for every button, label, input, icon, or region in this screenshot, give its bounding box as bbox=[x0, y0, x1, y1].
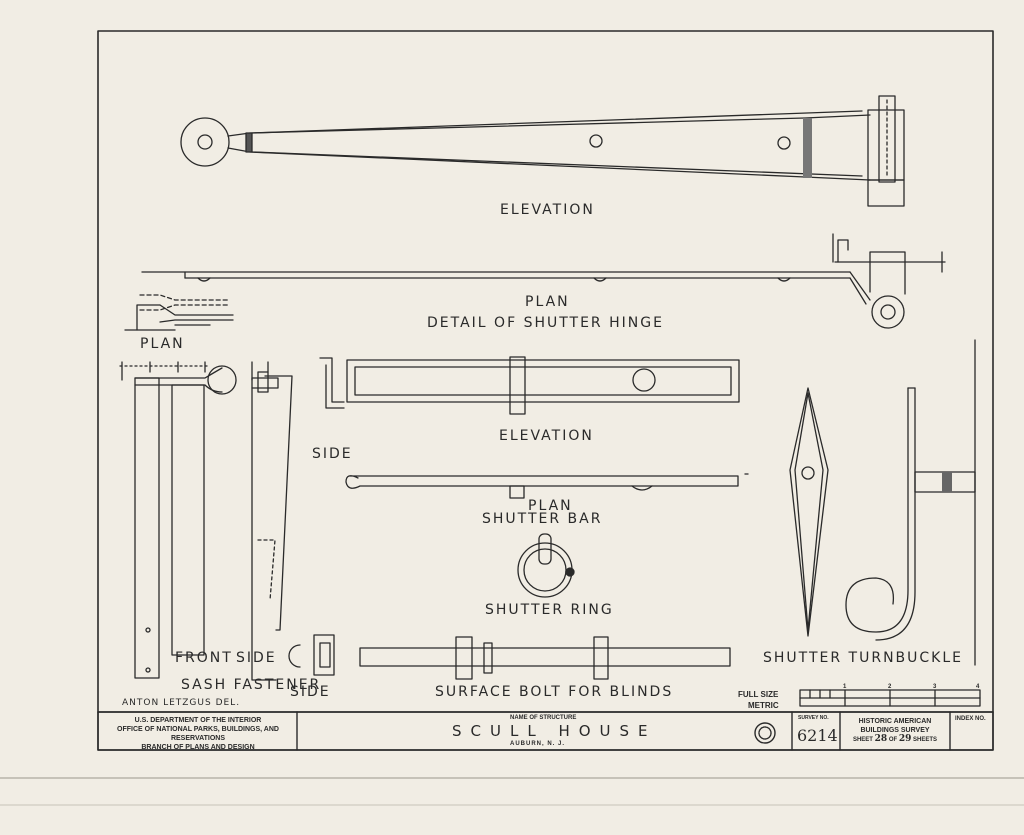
title-block bbox=[97, 711, 994, 751]
turnbuckle-title: SHUTTER TURNBUCKLE bbox=[763, 650, 963, 666]
index-caption: INDEX NO. bbox=[955, 716, 986, 722]
shutter-bar-title: SHUTTER BAR bbox=[482, 511, 603, 527]
sheet-count: SHEET 28 OF 29 SHEETS bbox=[842, 735, 948, 745]
structure-location: AUBURN, N. J. bbox=[510, 741, 566, 747]
small-plan-label: PLAN bbox=[140, 336, 185, 352]
hinge-elevation-label: ELEVATION bbox=[500, 202, 595, 218]
shutter-turnbuckle bbox=[789, 339, 976, 666]
shutter-ring-title: SHUTTER RING bbox=[485, 602, 614, 618]
sheet-total: 29 bbox=[898, 734, 912, 744]
survey-caption: SURVEY NO. bbox=[798, 715, 829, 721]
surface-bolt-title: SURFACE BOLT FOR BLINDS bbox=[435, 684, 674, 700]
bolt-side-label: SIDE bbox=[290, 684, 331, 700]
sheet-number: 28 bbox=[874, 734, 888, 744]
sash-fastener-front bbox=[119, 361, 237, 679]
shutter-bar-side-label: SIDE bbox=[312, 446, 353, 462]
sheet-suffix: SHEETS bbox=[913, 737, 938, 743]
sheet-of: OF bbox=[888, 737, 898, 743]
fastener-front-label: FRONT bbox=[175, 650, 233, 666]
survey-seal bbox=[754, 722, 776, 744]
hinge-elevation bbox=[180, 95, 905, 207]
small-plan-detail bbox=[124, 294, 234, 331]
shutter-hinge-title: DETAIL OF SHUTTER HINGE bbox=[427, 315, 664, 331]
shutter-ring bbox=[517, 533, 575, 598]
scale-tick-1: 1 bbox=[843, 684, 847, 690]
structure-name-caption: NAME OF STRUCTURE bbox=[510, 715, 577, 721]
habs-line-2: BUILDINGS SURVEY bbox=[860, 727, 930, 734]
agency-line-1: U.S. DEPARTMENT OF THE INTERIOR bbox=[134, 717, 262, 724]
agency-line-2: OFFICE OF NATIONAL PARKS, BUILDINGS, AND… bbox=[117, 726, 279, 742]
scale-metric: METRIC bbox=[748, 701, 779, 710]
sash-fastener-side bbox=[251, 361, 293, 681]
scale-tick-2: 2 bbox=[888, 684, 892, 690]
sheet-prefix: SHEET bbox=[852, 737, 873, 743]
agency-line-3: BRANCH OF PLANS AND DESIGN bbox=[141, 744, 255, 751]
scale-tick-3: 3 bbox=[933, 684, 937, 690]
habs-line-1: HISTORIC AMERICAN bbox=[858, 718, 932, 725]
hinge-plan bbox=[141, 233, 946, 329]
shutter-bar-elevation-label: ELEVATION bbox=[499, 428, 594, 444]
scale-tick-4: 4 bbox=[976, 684, 980, 690]
surface-bolt bbox=[288, 634, 731, 680]
structure-name: SCULL HOUSE bbox=[452, 722, 657, 740]
delineator-credit: ANTON LETZGUS DEL. bbox=[122, 698, 241, 708]
shutter-bar-plan-label: PLAN bbox=[528, 498, 573, 514]
scale-bar bbox=[799, 689, 981, 707]
fastener-side-label: SIDE bbox=[236, 650, 277, 666]
agency-block: U.S. DEPARTMENT OF THE INTERIOR OFFICE O… bbox=[100, 716, 296, 752]
drawing-border bbox=[97, 30, 994, 751]
habs-block: HISTORIC AMERICAN BUILDINGS SURVEY SHEET… bbox=[842, 717, 948, 745]
survey-number: 6214 bbox=[797, 726, 838, 745]
shutter-bar bbox=[319, 356, 749, 499]
sash-fastener-title: SASH FASTENER bbox=[181, 677, 322, 693]
hinge-plan-label: PLAN bbox=[525, 294, 570, 310]
scale-full-size: FULL SIZE bbox=[738, 690, 779, 699]
